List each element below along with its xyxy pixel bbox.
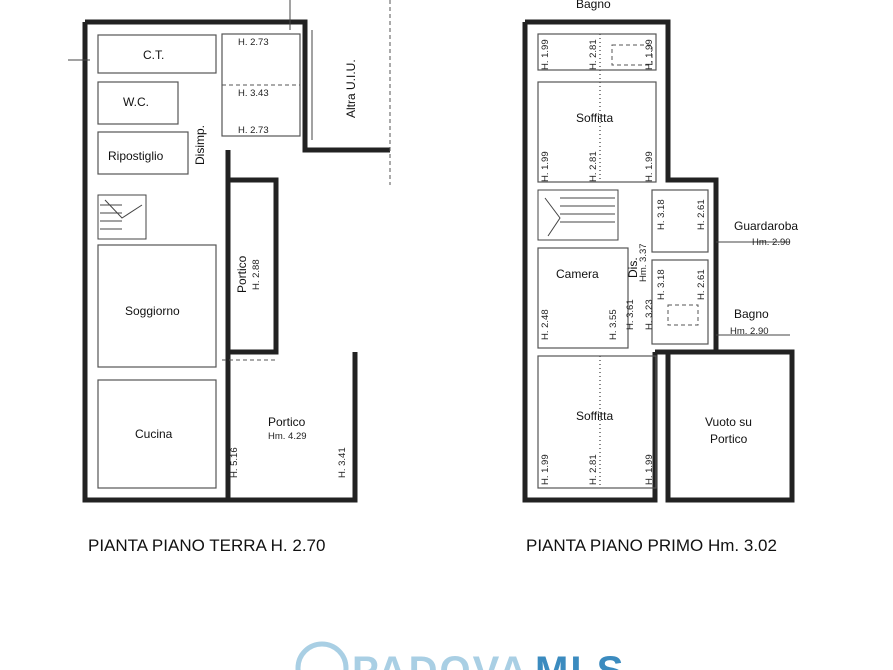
height-h288: H. 2.88: [251, 259, 262, 290]
ground-stairs: [97, 194, 147, 240]
room-bagno-top: [537, 33, 657, 71]
height-g318: H. 3.18: [656, 199, 667, 230]
room-guardaroba: [651, 189, 709, 253]
label-soffitta-2: Soffitta: [576, 409, 613, 423]
ground-floor-title: PIANTA PIANO TERRA H. 2.70: [88, 536, 325, 555]
ground-floor-plan: C.T. W.C. Ripostiglio Disimp. Soggiorno …: [68, 0, 391, 503]
label-ct: C.T.: [143, 48, 164, 62]
room-soggiorno: [97, 244, 217, 368]
height-g290: Hm. 2.90: [752, 237, 791, 248]
label-portico-1: Portico: [235, 255, 249, 293]
label-vuoto-su: Vuoto su: [705, 415, 752, 429]
height-l281: H. 2.81: [588, 454, 599, 485]
height-s199b: H. 1.99: [644, 151, 655, 182]
watermark-part2: MLS: [535, 649, 625, 670]
first-stairs: [537, 189, 619, 241]
label-bagno-2: Bagno: [734, 307, 769, 321]
label-dis: Dis.: [626, 257, 640, 278]
height-b318: H. 3.18: [656, 269, 667, 300]
height-l199b: H. 1.99: [644, 454, 655, 485]
height-hm429: Hm. 4.29: [268, 431, 307, 442]
room-soffitta-1: [537, 81, 657, 183]
room-camera: [537, 247, 629, 349]
height-s281: H. 2.81: [588, 151, 599, 182]
label-wc: W.C.: [123, 95, 149, 109]
height-hm337: Hm. 3.37: [638, 243, 649, 282]
label-disimp: Disimp.: [193, 125, 207, 165]
watermark-logo-icon: [295, 641, 349, 670]
tub-top: [611, 44, 653, 66]
height-c355: H. 3.55: [608, 309, 619, 340]
padova-mls-watermark: PADOVA MLS: [295, 641, 625, 670]
label-ripostiglio: Ripostiglio: [108, 149, 164, 163]
watermark-part1: PADOVA: [352, 649, 529, 670]
label-vuoto-portico: Portico: [710, 432, 748, 446]
height-h273b: H. 2.73: [238, 125, 269, 136]
room-wc: [97, 81, 179, 125]
label-guardaroba: Guardaroba: [734, 219, 798, 233]
height-c361: H. 3.61: [625, 299, 636, 330]
height-s199a: H. 1.99: [540, 151, 551, 182]
room-ripostiglio: [97, 131, 189, 175]
height-b290: Hm. 2.90: [730, 326, 769, 337]
room-bagno-2: [651, 259, 709, 345]
label-soffitta-1: Soffitta: [576, 111, 613, 125]
room-cucina: [97, 379, 217, 489]
first-floor-plan: Bagno Soffitta Camera Dis. Guardaroba Ba…: [522, 0, 798, 503]
height-l199a: H. 1.99: [540, 454, 551, 485]
height-t199a: H. 1.99: [540, 39, 551, 70]
label-portico-2: Portico: [268, 415, 306, 429]
height-h341: H. 3.41: [337, 447, 348, 478]
room-ct: [97, 34, 217, 74]
label-cucina: Cucina: [135, 427, 173, 441]
height-h516: H. 5.16: [229, 447, 240, 478]
label-altra-uiu: Altra U.I.U.: [344, 59, 358, 118]
height-h273a: H. 2.73: [238, 37, 269, 48]
label-camera: Camera: [556, 267, 599, 281]
tub-2: [667, 304, 699, 326]
height-t281a: H. 2.81: [588, 39, 599, 70]
height-c248: H. 2.48: [540, 309, 551, 340]
height-g261: H. 2.61: [696, 199, 707, 230]
height-b261: H. 2.61: [696, 269, 707, 300]
label-soggiorno: Soggiorno: [125, 304, 180, 318]
label-bagno-top: Bagno: [576, 0, 611, 11]
height-h343: H. 3.43: [238, 88, 269, 99]
height-t199b: H. 1.99: [644, 39, 655, 70]
room-soffitta-2: [537, 355, 657, 489]
room-vuoto-portico: [665, 349, 795, 503]
height-c323: H. 3.23: [644, 299, 655, 330]
first-floor-title: PIANTA PIANO PRIMO Hm. 3.02: [526, 536, 777, 555]
